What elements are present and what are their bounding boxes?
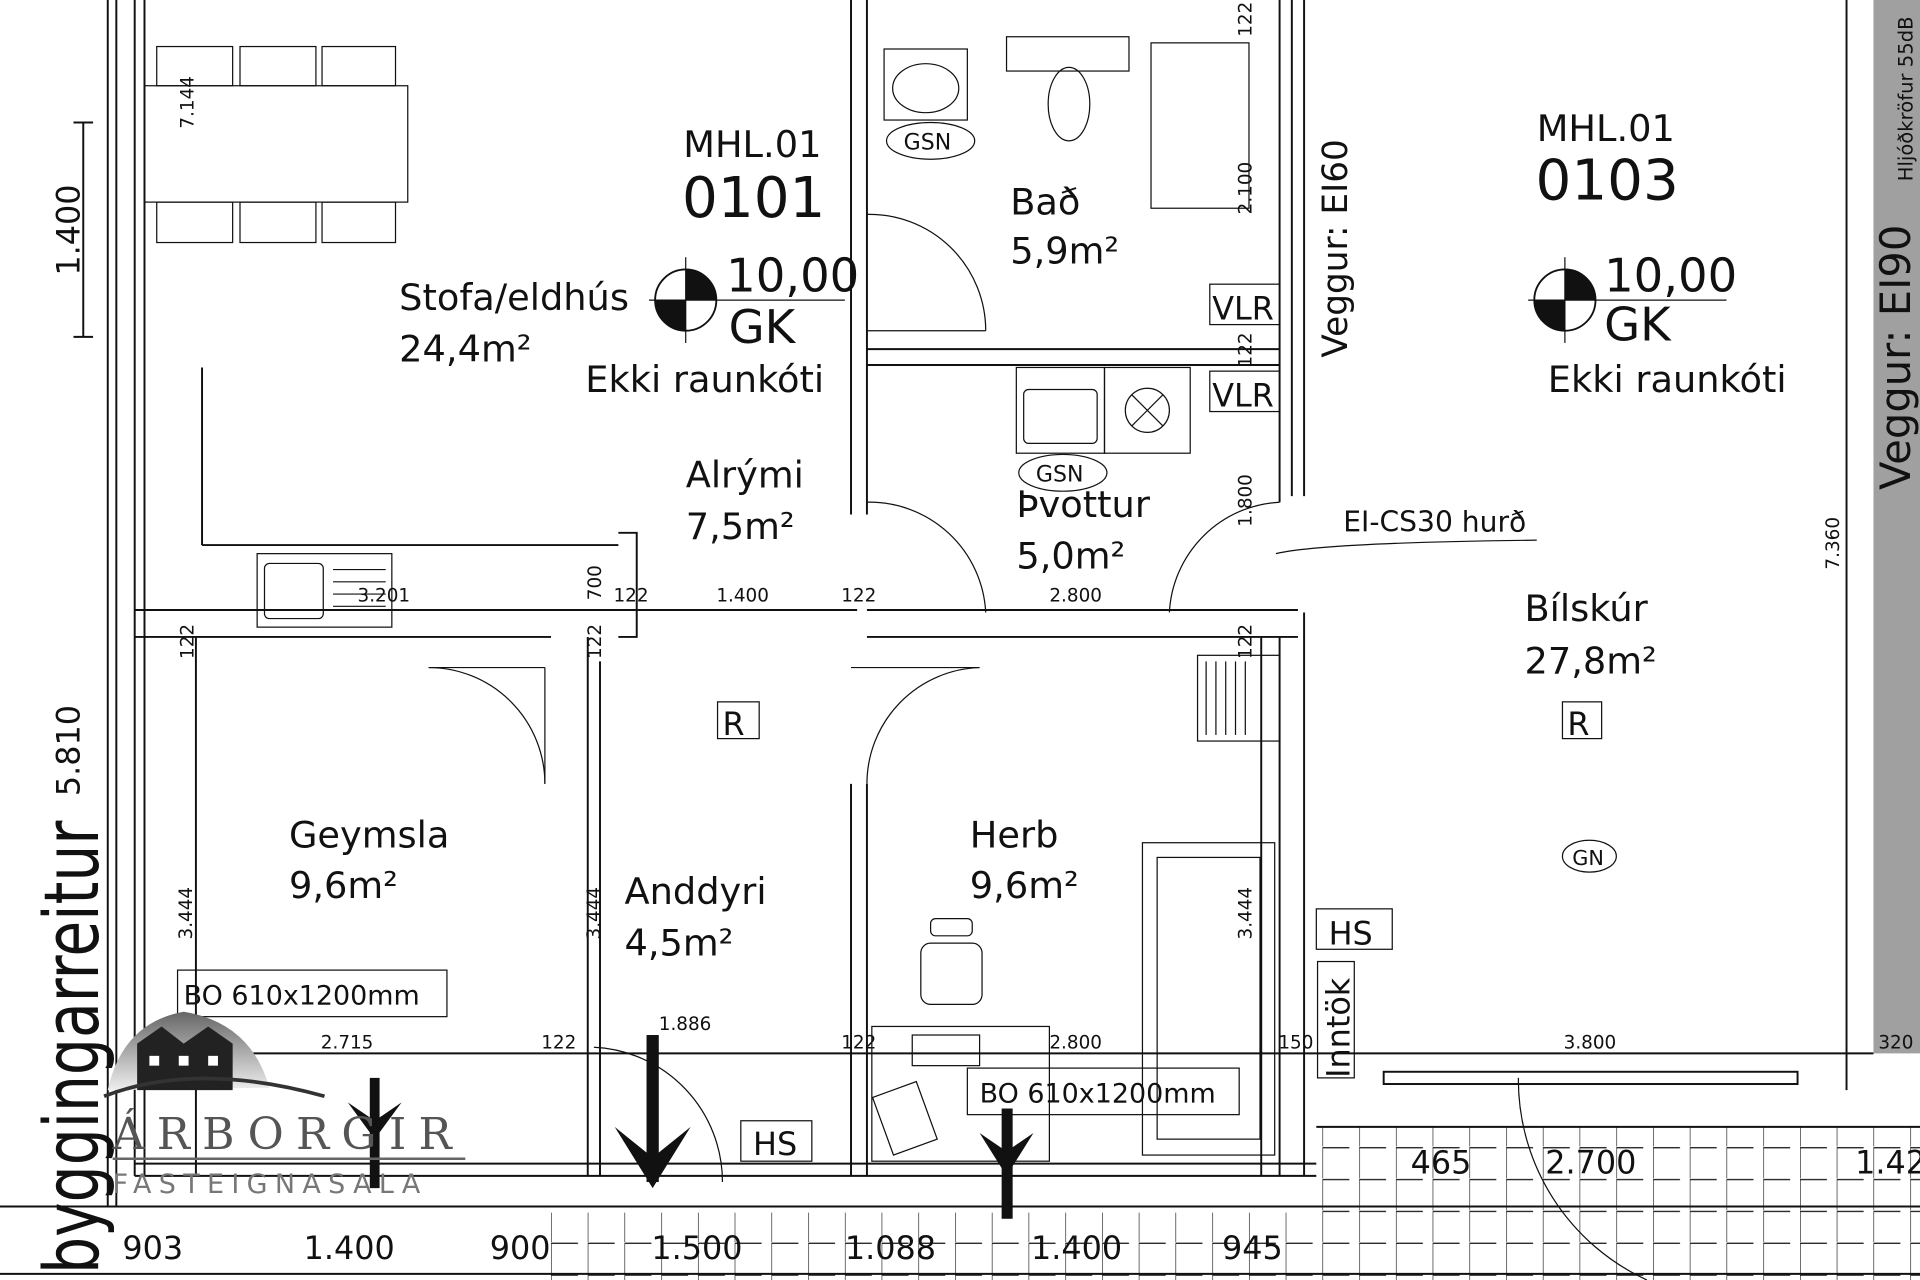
logo-name: ÁRBORGIR <box>112 1107 464 1160</box>
room-name: Þvottur <box>1016 483 1151 526</box>
dimension: 1.400 <box>304 1229 395 1267</box>
dimension: 3.201 <box>358 585 411 606</box>
dimension: 2.700 <box>1545 1143 1636 1181</box>
dimension: 2.800 <box>1049 585 1102 606</box>
room-area: 5,9m² <box>1010 229 1119 272</box>
room-name: Herb <box>970 814 1059 857</box>
room-area: 7,5m² <box>686 505 795 548</box>
dimension: 3.444 <box>584 887 605 940</box>
dimension: 122 <box>177 624 198 659</box>
wall-rating-ei60: Veggur: EI60 <box>1316 139 1356 358</box>
exterior-wall-ei90 <box>1873 0 1920 1054</box>
room-area: 24,4m² <box>399 327 531 370</box>
gn-tag: GN <box>1572 846 1604 870</box>
dimension: 1.088 <box>845 1229 936 1267</box>
dimension: 5.810 <box>50 705 88 796</box>
paving-grid <box>0 1126 1920 1280</box>
room-name: Alrými <box>686 453 804 496</box>
r-tag: R <box>722 705 744 743</box>
site-boundary-label: byggingarreitur <box>28 820 116 1274</box>
dimension: 3.800 <box>1564 1032 1617 1053</box>
dimension: 122 <box>1235 332 1256 367</box>
dimension: 1.886 <box>659 1014 712 1035</box>
room-area: 5,0m² <box>1016 534 1125 577</box>
dimension: 1.500 <box>651 1229 742 1267</box>
door-rating-label: EI-CS30 hurð <box>1343 506 1526 539</box>
unit-mhl-label: MHL.01 <box>1537 107 1675 150</box>
gsn-tag: GSN <box>904 130 952 155</box>
dimension: 122 <box>541 1032 576 1053</box>
entrance-arrow-icon <box>347 1035 1034 1219</box>
vlr-tag: VLR <box>1212 377 1274 415</box>
bedroom-furniture <box>871 842 1276 1162</box>
window-tag: BO 610x1200mm <box>184 980 420 1011</box>
room-area: 4,5m² <box>624 921 733 964</box>
dimension: 2.715 <box>321 1032 374 1053</box>
logo-subtitle: FASTEIGNASALA <box>113 1169 428 1200</box>
dimension: 900 <box>490 1229 551 1267</box>
dimension: 700 <box>585 565 606 600</box>
room-area: 9,6m² <box>289 864 398 907</box>
dimension: 1.42 <box>1855 1143 1920 1181</box>
symbol-tags: GSN GSN VLR VLR R R GN HS HS Inntök BO 6… <box>176 121 1617 1163</box>
dimension-labels: 7.144 1.400 5.810 2.100 1.800 122 3.201 … <box>50 2 1920 1267</box>
elevation-value: 10,00 <box>1604 249 1737 303</box>
room-name: Geymsla <box>289 814 449 857</box>
dimension: 122 <box>1235 2 1256 37</box>
dimension: 3.444 <box>1235 887 1256 940</box>
dimension: 320 <box>1878 1032 1913 1053</box>
dimension: 122 <box>841 1032 876 1053</box>
elevation-note: Ekki raunkóti <box>585 358 824 401</box>
walls <box>73 0 1920 1207</box>
dimension: 1.400 <box>716 585 769 606</box>
dimension: 2.800 <box>1049 1032 1102 1053</box>
dimension: 122 <box>1235 624 1256 659</box>
unit-number: 0101 <box>682 166 825 231</box>
room-name: Bílskúr <box>1524 587 1648 630</box>
inntok-tag: Inntök <box>1319 977 1357 1078</box>
room-area: 9,6m² <box>970 864 1079 907</box>
room-name: Bað <box>1010 180 1080 223</box>
dimension: 122 <box>613 585 648 606</box>
wall-rating-ei90: Veggur: EI90 <box>1871 225 1920 490</box>
dimension: 150 <box>1278 1032 1313 1053</box>
elevation-note: Ekki raunkóti <box>1548 358 1787 401</box>
window-tag: BO 610x1200mm <box>980 1078 1216 1109</box>
room-area: 27,8m² <box>1524 640 1656 683</box>
dimension: 122 <box>841 585 876 606</box>
elevation-code: GK <box>729 300 797 354</box>
elevation-code: GK <box>1604 298 1672 352</box>
elevation-value: 10,00 <box>726 249 859 303</box>
agency-logo: ÁRBORGIR FASTEIGNASALA <box>103 1011 466 1200</box>
door-swings <box>428 213 1648 1280</box>
dimension: 945 <box>1222 1229 1283 1267</box>
level-marker-0103 <box>1528 257 1727 343</box>
sound-requirement: Hljóðkröfur 55dB <box>1895 16 1918 181</box>
dining-table <box>143 45 409 244</box>
hs-tag: HS <box>753 1125 797 1163</box>
dimension: 1.800 <box>1235 474 1256 527</box>
dimension: 903 <box>122 1229 183 1267</box>
unit-mhl-label: MHL.01 <box>683 123 821 166</box>
dimension: 7.360 <box>1823 517 1844 570</box>
room-name: Stofa/eldhús <box>399 276 629 319</box>
dimension: 3.444 <box>176 887 197 940</box>
hs-tag: HS <box>1329 914 1373 952</box>
room-name: Anddyri <box>624 870 766 913</box>
r-tag: R <box>1567 705 1589 743</box>
dimension: 465 <box>1411 1143 1472 1181</box>
kitchen-sink <box>256 553 393 628</box>
dimension: 2.100 <box>1235 162 1256 215</box>
dimension: 7.144 <box>177 76 198 129</box>
room-labels: Stofa/eldhús 24,4m² Bað 5,9m² Alrými 7,5… <box>289 180 1657 964</box>
bathroom-fixtures <box>883 36 1281 742</box>
dimension: 1.400 <box>1031 1229 1122 1267</box>
level-marker-0101 <box>648 257 845 343</box>
gsn-tag: GSN <box>1036 462 1084 487</box>
dimension: 1.400 <box>50 184 88 275</box>
unit-number: 0103 <box>1536 149 1679 214</box>
dimension: 122 <box>585 624 606 659</box>
vlr-tag: VLR <box>1212 290 1274 328</box>
